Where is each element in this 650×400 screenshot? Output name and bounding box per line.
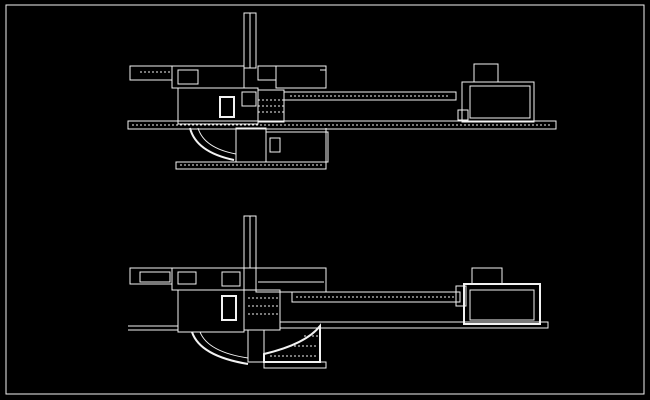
upper-right-pavilion bbox=[461, 81, 535, 123]
upper-bridge bbox=[283, 91, 457, 101]
lower-curved-wall bbox=[191, 331, 249, 365]
upper-left-block bbox=[171, 65, 245, 89]
lower-bridge bbox=[291, 291, 461, 303]
lower-floor-plan bbox=[128, 215, 549, 369]
drawing-border bbox=[5, 4, 645, 395]
lower-walkway bbox=[279, 321, 549, 329]
upper-bottom-walkway bbox=[175, 161, 327, 170]
upper-walkway bbox=[127, 120, 557, 130]
upper-left-terrace bbox=[129, 65, 173, 81]
lower-bottom-walkway bbox=[263, 361, 327, 369]
upper-floor-plan bbox=[127, 12, 557, 170]
lower-left-block bbox=[171, 267, 245, 291]
upper-curved-wall bbox=[189, 127, 235, 161]
lower-curved-terrace bbox=[263, 323, 321, 363]
